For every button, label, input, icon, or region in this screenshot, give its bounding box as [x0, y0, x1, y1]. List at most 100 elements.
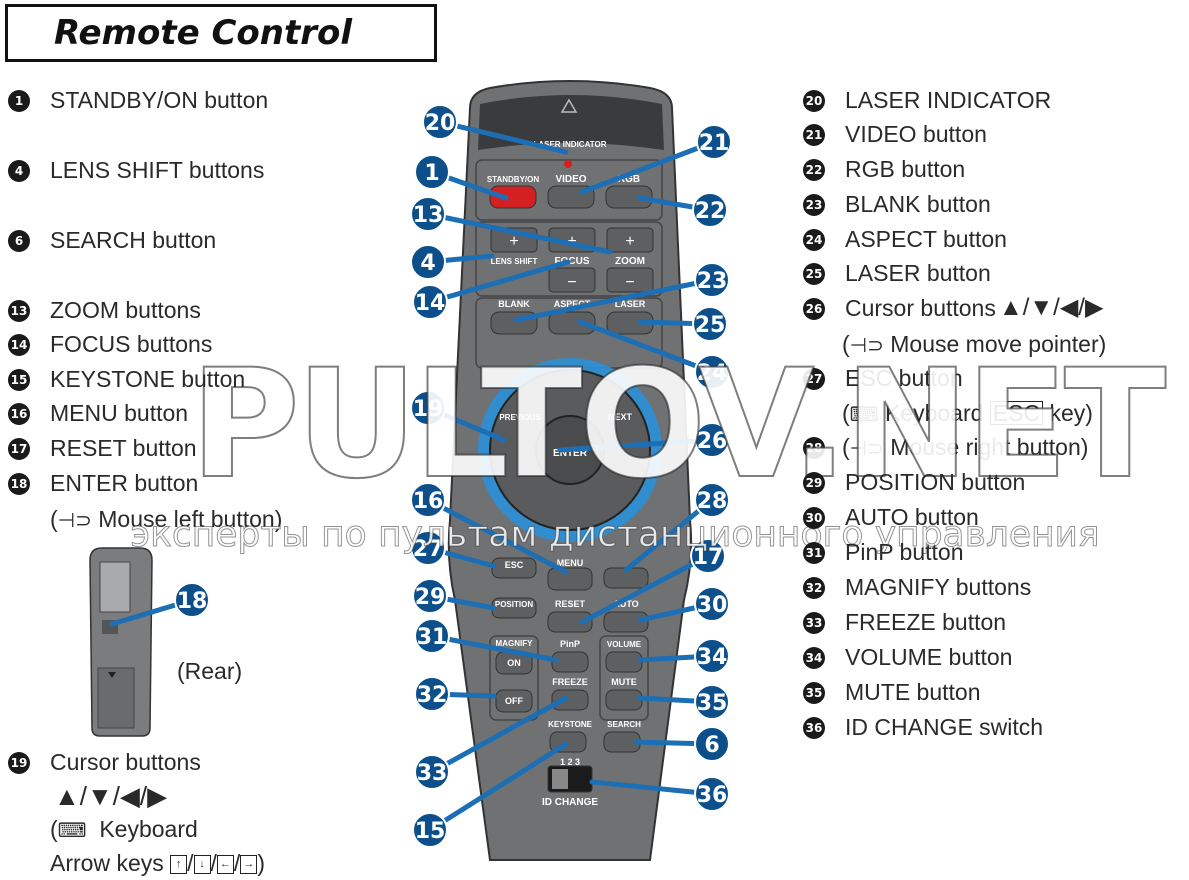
callout-badge-23 — [694, 262, 730, 298]
enter-mouse-note: (⊣⊃ Mouse left button) — [50, 506, 283, 532]
callout-line-24 — [577, 319, 715, 375]
remote-label-id-change: ID CHANGE — [542, 797, 598, 808]
callout-badge-14 — [412, 284, 448, 320]
callout-number-1: 1 — [424, 161, 439, 186]
mouse-icon: ⊣⊃ — [57, 510, 92, 532]
remote-label-standby: STANDBY/ON — [487, 175, 540, 184]
remote-label-auto: AUTO — [613, 599, 638, 609]
remote-label-off: OFF — [505, 696, 523, 706]
svg-text:+: + — [509, 233, 518, 250]
callout-number-13: 13 — [413, 203, 444, 228]
esc-keyboard-note: (⌨ Keyboard ESC key) — [842, 400, 1093, 426]
remote-label-freeze: FREEZE — [552, 677, 588, 687]
callout-badge-25 — [692, 306, 728, 342]
mouse-icon: ⊣⊃ — [849, 438, 884, 460]
number-badge: 4 — [8, 160, 30, 182]
watermark: PULTOV.NET — [189, 338, 1167, 512]
callout-number-27: 27 — [413, 537, 444, 562]
callout-badge-35 — [694, 684, 730, 720]
keyboard-icon: ⌨ — [849, 404, 879, 426]
mouse-move-note: (⊣⊃ Mouse move pointer) — [842, 331, 1107, 357]
number-badge: 33 — [803, 612, 825, 634]
number-badge: 6 — [8, 230, 30, 252]
remote-label-menu: MENU — [557, 558, 584, 568]
callout-number-6: 6 — [704, 733, 719, 758]
svg-text:+: + — [625, 233, 634, 250]
callout-number-14: 14 — [415, 291, 446, 316]
callout-badge-34 — [694, 638, 730, 674]
callout-number-26: 26 — [697, 429, 728, 454]
legend-text: LASER button — [845, 260, 991, 286]
remote-label-mute: MUTE — [611, 677, 637, 687]
number-badge: 17 — [8, 438, 30, 460]
remote-label-lens-shift: LENS SHIFT — [491, 257, 538, 266]
watermark-subtitle: эксперты по пультам дистанционного управ… — [130, 514, 1100, 555]
remote-label-reset: RESET — [555, 599, 586, 609]
remote-label-search: SEARCH — [607, 720, 641, 729]
number-badge: 1 — [8, 90, 30, 112]
keyboard-note-19: (⌨ Keyboard — [50, 816, 198, 842]
callout-number-34: 34 — [697, 645, 728, 670]
arrow-glyphs-26: ▲/▼/◀/▶ — [999, 294, 1104, 321]
svg-text:+: + — [567, 233, 576, 250]
legend-text: VOLUME button — [845, 644, 1013, 670]
legend-text: FREEZE button — [845, 609, 1007, 635]
number-badge: 24 — [803, 229, 825, 251]
legend-text: FOCUS buttons — [50, 331, 213, 357]
mouse-icon: ⊣⊃ — [849, 335, 884, 357]
remote-label-focus: FOCUS — [555, 256, 590, 267]
callout-line-20 — [437, 119, 569, 155]
callout-badge-4 — [410, 244, 446, 280]
callout-badge-32 — [414, 676, 450, 712]
legend-text: RGB button — [845, 156, 966, 182]
keyboard-icon: ⌨ — [57, 820, 87, 842]
legend-text: BLANK button — [845, 191, 991, 217]
callout-badge-33 — [414, 754, 450, 790]
callout-number-20: 20 — [425, 111, 456, 136]
rear-remote — [89, 547, 153, 737]
remote-label-video: VIDEO — [555, 174, 586, 185]
remote-label-aspect: ASPECT — [554, 299, 591, 309]
remote-label-esc: ESC — [505, 560, 524, 570]
number-badge: 30 — [803, 507, 825, 529]
arrow-glyphs-19: ▲/▼/◀/▶ — [54, 781, 168, 811]
callout-line-23 — [513, 277, 715, 323]
remote-label-enter: ENTER — [553, 448, 588, 459]
callout-number-16: 16 — [413, 489, 444, 514]
callout-number-29: 29 — [415, 585, 446, 610]
number-badge: 28 — [803, 437, 825, 459]
number-badge: 15 — [8, 369, 30, 391]
callout-badge-17 — [690, 538, 726, 574]
number-badge: 20 — [803, 90, 825, 112]
down-key-icon: ↓ — [193, 855, 211, 875]
callout-line-13 — [425, 211, 613, 255]
number-badge: 27 — [803, 368, 825, 390]
remote-label-rgb: RGB — [618, 174, 640, 185]
callout-number-21: 21 — [699, 131, 730, 156]
callout-number-31: 31 — [417, 625, 448, 650]
legend-text: ENTER button — [50, 470, 199, 496]
svg-text:−: − — [625, 274, 634, 291]
callout-number-24: 24 — [697, 361, 728, 386]
callout-line-17 — [579, 553, 711, 625]
callout-line-14 — [427, 259, 571, 305]
number-badge: 25 — [803, 263, 825, 285]
legend-text: MENU button — [50, 400, 189, 426]
callout-badge-26 — [694, 422, 730, 458]
callout-badge-19 — [410, 390, 446, 426]
legend-text: LENS SHIFT buttons — [50, 157, 265, 183]
callout-number-35: 35 — [697, 691, 728, 716]
legend-text: AUTO button — [845, 504, 979, 530]
number-badge: 35 — [803, 682, 825, 704]
callout-number-36: 36 — [697, 783, 728, 808]
number-badge: 31 — [803, 542, 825, 564]
remote-label-magnify: MAGNIFY — [496, 639, 534, 648]
remote-label-position: POSITION — [495, 600, 533, 609]
callout-badge-24 — [694, 354, 730, 390]
remote-label-on: ON — [507, 658, 521, 668]
callout-number-18: 18 — [177, 589, 208, 614]
callout-badge-36 — [694, 776, 730, 812]
callout-badge-13 — [410, 196, 446, 232]
number-badge: 29 — [803, 472, 825, 494]
